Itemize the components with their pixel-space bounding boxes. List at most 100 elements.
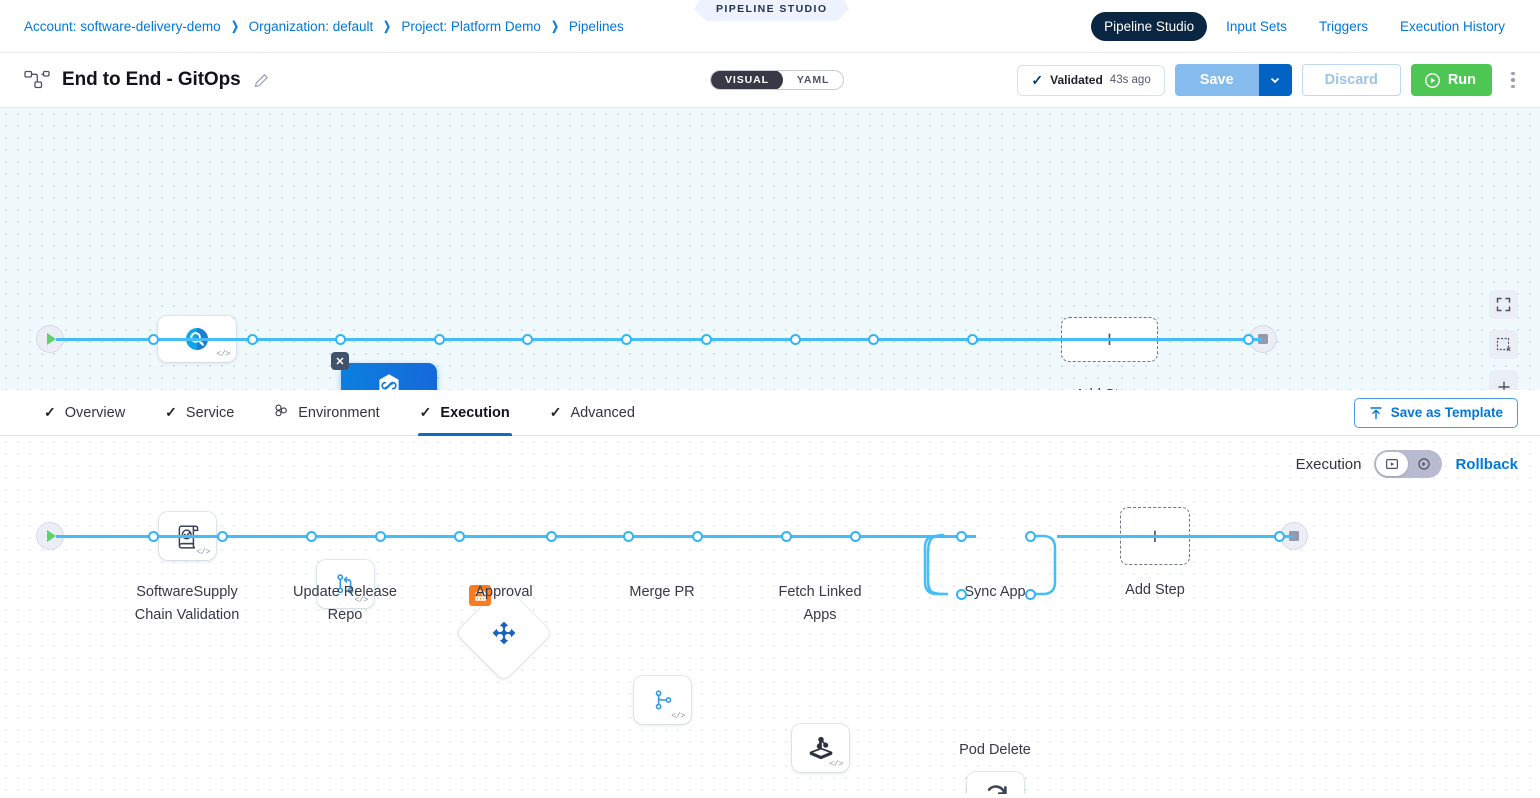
step-node-update-release-repo[interactable]: </> (317, 560, 374, 608)
pencil-icon[interactable] (254, 73, 269, 88)
step-code-badge: </> (354, 595, 368, 605)
tab-label-environment: Environment (298, 404, 380, 421)
play-icon (46, 333, 56, 345)
visual-yaml-toggle[interactable]: VISUAL YAML (710, 70, 845, 90)
stage-connector-dot (148, 334, 159, 345)
more-vertical-icon[interactable] (1502, 68, 1524, 93)
harness-approval-diamond-icon (470, 599, 538, 667)
breadcrumb-separator-icon: ❯ (383, 19, 392, 33)
add-step-label: Add Step (1125, 582, 1185, 598)
pipeline-nodes-icon (24, 69, 50, 91)
stage-connector-dot (434, 334, 445, 345)
discard-button[interactable]: Discard (1301, 64, 1401, 96)
step-connector-dot (217, 531, 228, 542)
step-label-approval: Approval (475, 584, 533, 600)
step-node-approval[interactable] (455, 584, 553, 682)
breadcrumb-item-project[interactable]: Project: Platform Demo (401, 18, 541, 34)
step-node-merge-pr[interactable]: </> (634, 676, 691, 724)
tab-advanced[interactable]: ✓ Advanced (530, 390, 655, 436)
fit-to-screen-icon[interactable] (1489, 290, 1518, 319)
timeout-clock-icon (469, 585, 491, 606)
stage-connector-dot (1243, 334, 1254, 345)
stage-code-badge: </> (216, 349, 230, 359)
step-connector-dot (850, 531, 861, 542)
tab-environment[interactable]: Environment (254, 390, 399, 436)
save-button[interactable]: Save (1174, 64, 1259, 96)
stage-connector-line (56, 338, 1262, 341)
step-label-sync-app: Sync App (964, 584, 1026, 600)
execution-rollback-toggle[interactable] (1374, 450, 1443, 478)
rollback-link[interactable]: Rollback (1455, 455, 1518, 473)
check-icon: ✓ (1031, 71, 1044, 88)
step-connector-dot (1025, 589, 1036, 600)
step-label-merge-pr: Merge PR (629, 584, 695, 600)
nav-input-sets[interactable]: Input Sets (1226, 18, 1287, 34)
tab-label-execution: Execution (440, 404, 510, 421)
play-icon (46, 530, 56, 542)
nav-pipeline-studio[interactable]: Pipeline Studio (1091, 11, 1208, 41)
zoom-in-icon[interactable] (1489, 370, 1518, 390)
step-label-software-supply-chain-validation: SoftwareSupply Chain Validation (134, 584, 240, 623)
stage-label-deploy-dev: Deploy Dev (329, 386, 449, 390)
nav-execution-history[interactable]: Execution History (1399, 18, 1505, 34)
stage-connector-dot (522, 334, 533, 345)
tab-execution[interactable]: ✓ Execution (400, 390, 530, 436)
argo-cd-icon (809, 736, 832, 760)
step-connector-line (56, 535, 976, 538)
upload-template-icon (1369, 406, 1382, 419)
step-connector-line (1057, 535, 1294, 538)
check-icon: ✓ (165, 404, 177, 420)
step-connector-dot (546, 531, 557, 542)
validated-timestamp: 43s ago (1109, 74, 1151, 86)
toolbar-actions: ✓ Validated 43s ago Save Discard Run (1017, 64, 1524, 96)
step-code-badge: </> (671, 711, 685, 721)
check-icon: ✓ (549, 404, 562, 420)
stage-connector-dot (868, 334, 879, 345)
page-title: End to End - GitOps (62, 69, 241, 90)
breadcrumb-separator-icon: ❯ (230, 19, 239, 33)
step-connector-dot (623, 531, 634, 542)
step-code-badge: </> (196, 547, 210, 557)
tab-service[interactable]: ✓ Service (145, 390, 254, 436)
save-as-template-label: Save as Template (1390, 405, 1503, 420)
selection-box-icon[interactable] (1489, 330, 1518, 359)
breadcrumb-item-organization[interactable]: Organization: default (248, 18, 374, 34)
tab-label-advanced: Advanced (570, 404, 635, 421)
step-connector-dot (1274, 531, 1285, 542)
check-icon: ✓ (419, 404, 432, 420)
step-node-fetch-linked-apps[interactable]: </> (792, 724, 849, 772)
nav-triggers[interactable]: Triggers (1318, 18, 1368, 34)
run-label: Run (1447, 72, 1476, 88)
toggle-visual[interactable]: VISUAL (711, 71, 783, 89)
harness-infinity-icon (379, 373, 399, 390)
stage-canvas[interactable]: </> Build - Test - Push ✕ </> Deploy Dev… (0, 108, 1540, 390)
check-icon: ✓ (44, 404, 56, 420)
rollback-arrow-icon[interactable] (1408, 452, 1440, 476)
stage-node-deploy-dev[interactable]: ✕ </> (331, 352, 437, 390)
stage-label-build-test-push: Build - Test - Push (137, 386, 257, 390)
step-node-sync-app[interactable]: </> (967, 772, 1024, 794)
run-button[interactable]: Run (1410, 64, 1492, 96)
save-dropdown-button[interactable] (1258, 64, 1292, 96)
breadcrumb-item-pipelines[interactable]: Pipelines (568, 18, 624, 34)
execution-rollback-row: Execution Rollback (1296, 450, 1518, 478)
step-connector-dot (148, 531, 159, 542)
sync-refresh-icon (987, 785, 1007, 794)
save-as-template-button[interactable]: Save as Template (1353, 397, 1518, 428)
pipeline-toolbar: End to End - GitOps VISUAL YAML ✓ Valida… (0, 53, 1540, 108)
step-connector-dot (306, 531, 317, 542)
step-canvas[interactable]: Execution Rollback (0, 436, 1540, 794)
remove-stage-icon[interactable]: ✕ (331, 352, 349, 370)
stage-tabbar: ✓ Overview ✓ Service Environment ✓ Execu… (0, 390, 1540, 436)
step-label-fetch-linked-apps: Fetch Linked Apps (778, 584, 862, 623)
canvas-controls (1489, 290, 1518, 390)
stage-connector-dot (967, 334, 978, 345)
execution-play-icon[interactable] (1376, 452, 1409, 476)
toggle-yaml[interactable]: YAML (796, 74, 830, 86)
step-connector-dot (454, 531, 465, 542)
step-code-badge: </> (829, 759, 843, 769)
stop-icon (1289, 531, 1299, 541)
tab-overview[interactable]: ✓ Overview (24, 390, 145, 436)
top-nav: Pipeline Studio Input Sets Triggers Exec… (1091, 11, 1540, 41)
breadcrumb-item-account[interactable]: Account: software-delivery-demo (24, 18, 221, 34)
